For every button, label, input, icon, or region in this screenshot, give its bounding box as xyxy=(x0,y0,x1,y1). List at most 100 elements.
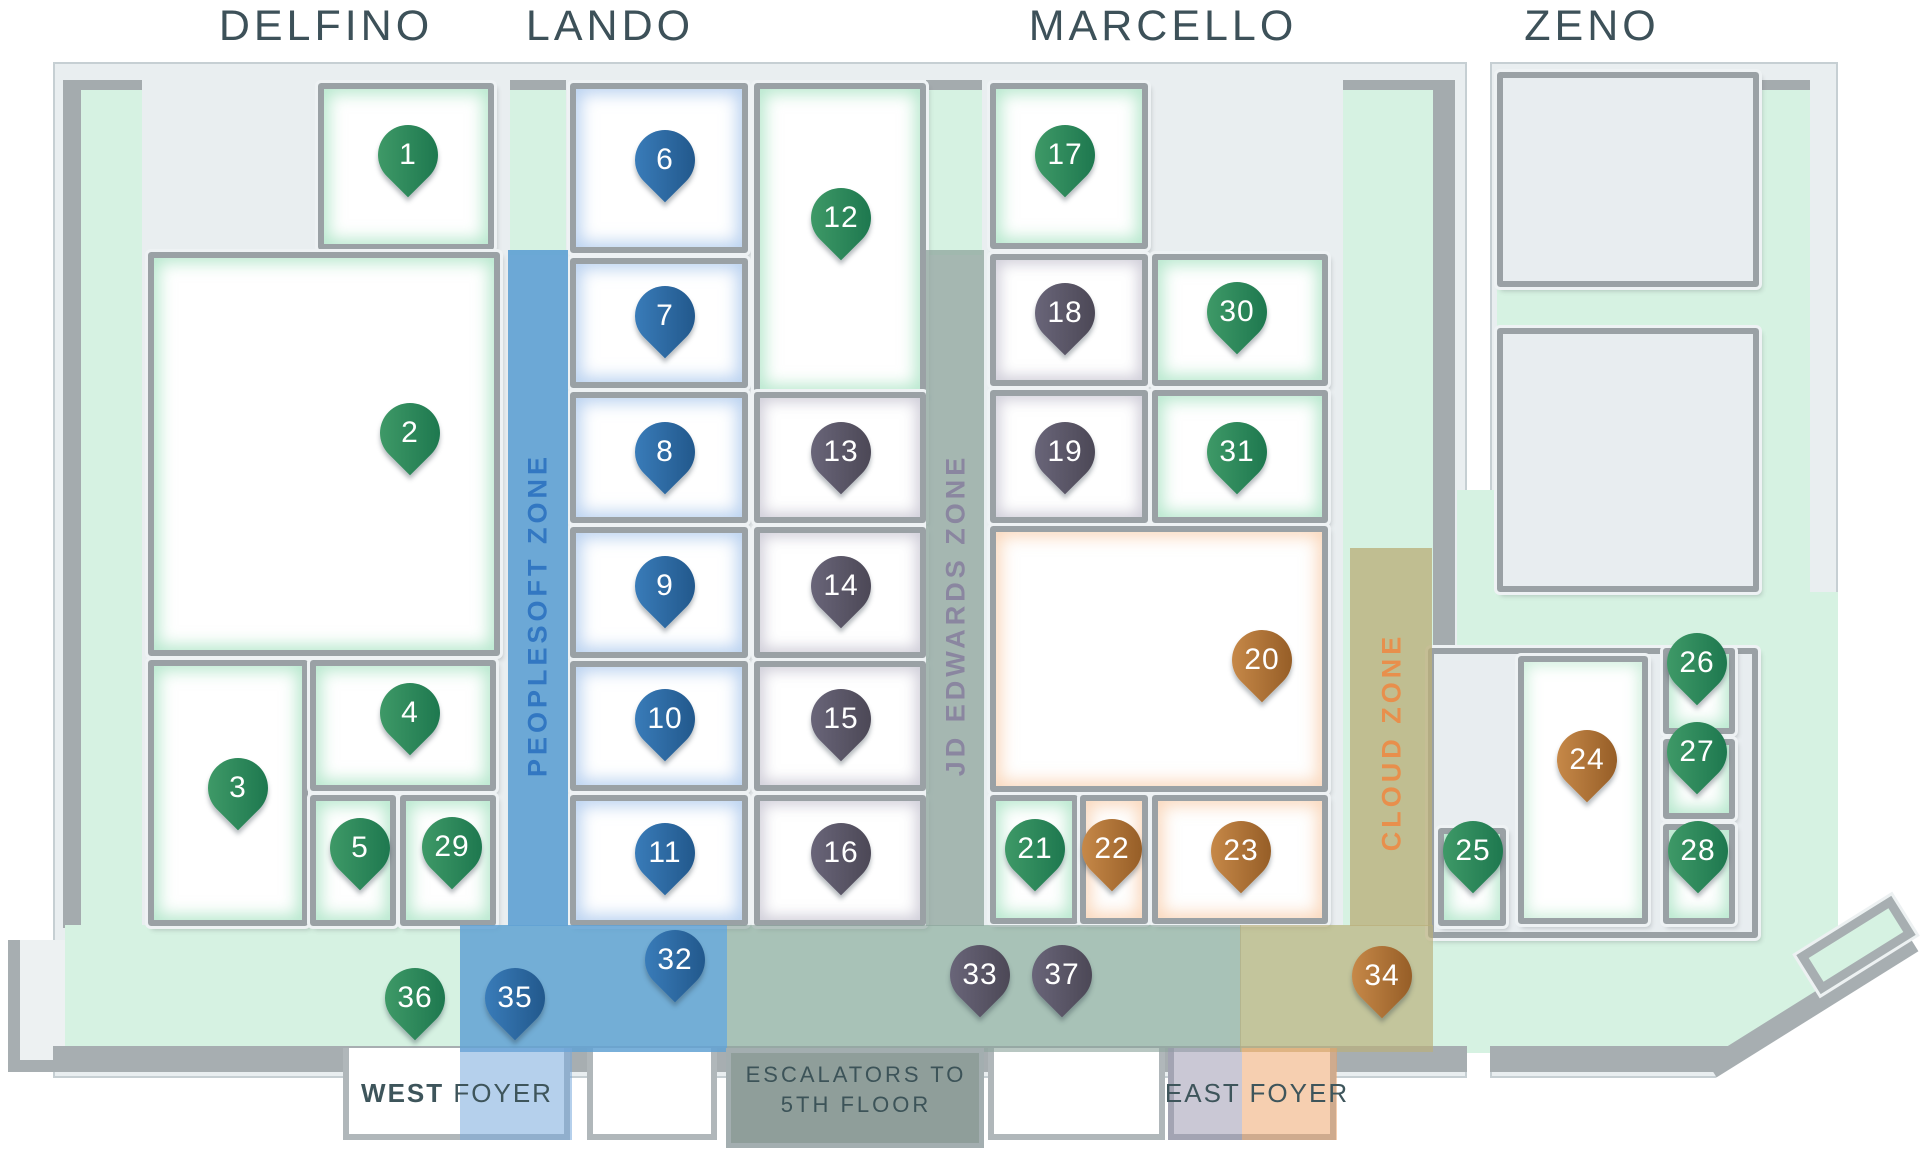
map-pin-26[interactable]: 26 xyxy=(1654,620,1740,706)
map-pin-number: 22 xyxy=(1094,832,1130,865)
map-pin-number: 33 xyxy=(962,958,998,991)
map-pin-35[interactable]: 35 xyxy=(472,955,558,1041)
map-pin-number: 37 xyxy=(1044,958,1080,991)
map-pin-3[interactable]: 3 xyxy=(195,745,281,831)
map-pin-number: 2 xyxy=(401,416,419,449)
map-pin-18[interactable]: 18 xyxy=(1022,270,1108,356)
map-pin-14[interactable]: 14 xyxy=(798,543,884,629)
map-pin-16[interactable]: 16 xyxy=(798,810,884,896)
room-3 xyxy=(145,657,311,929)
map-pin-number: 30 xyxy=(1219,295,1255,328)
map-pin-33[interactable]: 33 xyxy=(937,932,1023,1018)
east-foyer-label: EAST FOYER xyxy=(1164,1078,1350,1108)
peoplesoft-zone-band xyxy=(508,250,568,926)
section-header-lando: LANDO xyxy=(525,2,695,50)
map-pin-number: 28 xyxy=(1680,834,1716,867)
map-pin-number: 16 xyxy=(823,836,859,869)
map-pin-25[interactable]: 25 xyxy=(1430,808,1516,894)
escalator-area xyxy=(726,1048,984,1148)
map-pin-number: 7 xyxy=(656,299,674,332)
escalator-label-line2: 5TH FLOOR xyxy=(780,1092,932,1117)
zeno-room-lower xyxy=(1494,325,1762,595)
map-pin-4[interactable]: 4 xyxy=(367,670,453,756)
west-foyer-label: WEST FOYER xyxy=(361,1078,553,1109)
map-pin-31[interactable]: 31 xyxy=(1194,409,1280,495)
map-pin-2[interactable]: 2 xyxy=(367,390,453,476)
escalator-label-line1: ESCALATORS TO xyxy=(745,1062,967,1087)
map-pin-number: 25 xyxy=(1455,834,1491,867)
jdedwards-zone-label: JD EDWARDS ZONE xyxy=(940,453,971,777)
map-pin-9[interactable]: 9 xyxy=(622,543,708,629)
map-pin-17[interactable]: 17 xyxy=(1022,112,1108,198)
map-pin-36[interactable]: 36 xyxy=(372,955,458,1041)
map-pin-22[interactable]: 22 xyxy=(1069,806,1155,892)
west-foyer-label-primary: WEST xyxy=(361,1078,445,1108)
room-18 xyxy=(987,251,1151,389)
map-pin-6[interactable]: 6 xyxy=(622,117,708,203)
map-pin-number: 14 xyxy=(823,569,859,602)
map-pin-number: 10 xyxy=(647,702,683,735)
map-pin-number: 1 xyxy=(399,138,417,171)
map-pin-21[interactable]: 21 xyxy=(992,806,1078,892)
map-pin-8[interactable]: 8 xyxy=(622,409,708,495)
map-pin-27[interactable]: 27 xyxy=(1654,709,1740,795)
map-pin-28[interactable]: 28 xyxy=(1655,808,1741,894)
map-pin-number: 20 xyxy=(1244,643,1280,676)
cloud-zone-band xyxy=(1350,548,1432,926)
map-pin-30[interactable]: 30 xyxy=(1194,269,1280,355)
notch-center-west xyxy=(587,1048,717,1140)
map-pin-20[interactable]: 20 xyxy=(1219,617,1305,703)
section-header-delfino: DELFINO xyxy=(218,2,434,50)
map-pin-number: 6 xyxy=(656,143,674,176)
map-pin-number: 24 xyxy=(1569,743,1605,776)
jdedwards-zone-foyer xyxy=(1168,1048,1242,1140)
map-pin-32[interactable]: 32 xyxy=(632,917,718,1003)
map-pin-number: 34 xyxy=(1364,959,1400,992)
map-pin-23[interactable]: 23 xyxy=(1198,808,1284,894)
map-pin-12[interactable]: 12 xyxy=(798,175,884,261)
map-pin-24[interactable]: 24 xyxy=(1544,717,1630,803)
map-pin-number: 3 xyxy=(229,771,247,804)
map-pin-15[interactable]: 15 xyxy=(798,676,884,762)
map-pin-number: 32 xyxy=(657,943,693,976)
map-pin-number: 12 xyxy=(823,201,859,234)
corridor-west xyxy=(63,80,142,928)
section-header-marcello: MARCELLO xyxy=(1028,2,1298,50)
map-pin-1[interactable]: 1 xyxy=(365,112,451,198)
room-19 xyxy=(987,387,1151,526)
map-pin-11[interactable]: 11 xyxy=(622,810,708,896)
map-pin-5[interactable]: 5 xyxy=(317,805,403,891)
map-pin-number: 19 xyxy=(1047,435,1083,468)
cloud-zone-label: CLOUD ZONE xyxy=(1376,632,1407,852)
map-pin-19[interactable]: 19 xyxy=(1022,409,1108,495)
notch-center-east xyxy=(988,1048,1165,1140)
map-pin-37[interactable]: 37 xyxy=(1019,932,1105,1018)
map-pin-number: 31 xyxy=(1219,435,1255,468)
map-pin-13[interactable]: 13 xyxy=(798,409,884,495)
room-2 xyxy=(145,249,503,659)
section-header-zeno: ZENO xyxy=(1524,2,1660,50)
west-foyer-label-secondary: FOYER xyxy=(453,1078,553,1108)
map-pin-number: 9 xyxy=(656,569,674,602)
map-pin-7[interactable]: 7 xyxy=(622,273,708,359)
peoplesoft-zone-foyer xyxy=(460,1048,572,1140)
room-23 xyxy=(1149,792,1331,927)
map-pin-number: 5 xyxy=(351,831,369,864)
map-pin-10[interactable]: 10 xyxy=(622,676,708,762)
map-pin-29[interactable]: 29 xyxy=(409,804,495,890)
map-pin-number: 36 xyxy=(397,981,433,1014)
cloud-zone-foyer xyxy=(1242,1048,1337,1140)
map-pin-number: 23 xyxy=(1223,834,1259,867)
zeno-room-upper xyxy=(1494,69,1762,290)
map-pin-number: 17 xyxy=(1047,138,1083,171)
map-pin-number: 27 xyxy=(1679,735,1715,768)
map-pin-number: 29 xyxy=(434,830,470,863)
map-pin-number: 35 xyxy=(497,981,533,1014)
room-9 xyxy=(567,524,751,661)
corridor-jdedwards-top xyxy=(926,80,982,255)
map-pin-34[interactable]: 34 xyxy=(1339,933,1425,1019)
room-20 xyxy=(987,523,1331,795)
map-pin-number: 26 xyxy=(1679,646,1715,679)
map-pin-number: 4 xyxy=(401,696,419,729)
